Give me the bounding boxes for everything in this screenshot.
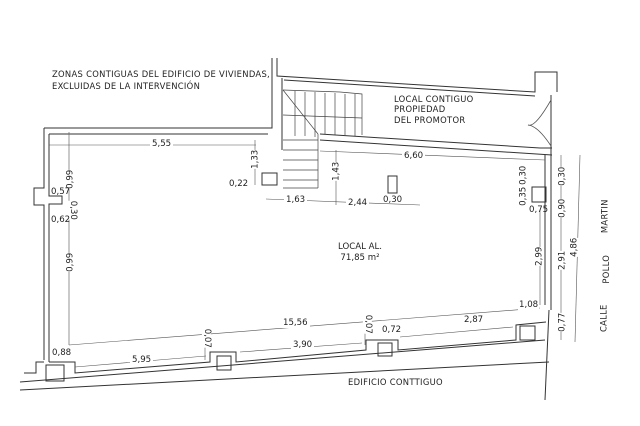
dim-bottom-seg1: 5,95 xyxy=(130,355,154,365)
adjacent-local-line3: DEL PROMOTOR xyxy=(394,115,466,125)
room-name: LOCAL AL. xyxy=(337,242,383,252)
dim-right-inner: 2,99 xyxy=(534,246,545,266)
dim-right-top-a: 0,30 xyxy=(518,165,529,185)
dim-right-top-b: 0,35 xyxy=(518,186,529,206)
dim-ext-bottom: 0,77 xyxy=(557,312,568,332)
street-word-pollo: POLLO xyxy=(601,254,612,284)
dim-left-notch-top: 0,57 xyxy=(51,187,71,197)
adjacent-local-line1: LOCAL CONTIGUO xyxy=(394,94,474,104)
dim-ext-mid: 0,90 xyxy=(557,198,568,218)
adjacent-zones-note-line2: EXCLUIDAS DE LA INTERVENCIÓN xyxy=(52,81,201,91)
dim-ext-low: 2,91 xyxy=(557,250,568,270)
dim-stair-depth: 1,43 xyxy=(331,161,342,181)
dim-top-left-width: 5,55 xyxy=(150,139,174,149)
dim-mid-span: 2,44 xyxy=(346,198,370,208)
dim-step-offset: 0,22 xyxy=(229,179,249,189)
dim-left-notch-bottom: 0,62 xyxy=(51,215,71,225)
room-area: 71,85 m² xyxy=(340,253,380,263)
dim-ext-total: 4,86 xyxy=(569,237,580,257)
adjacent-zones-note-line1: ZONAS CONTIGUAS DEL EDIFICIO DE VIVIENDA… xyxy=(52,69,271,79)
dim-bottom-corner: 0,88 xyxy=(52,348,72,358)
dim-bottom-seg3: 2,87 xyxy=(462,315,486,325)
dim-right-corner: 1,08 xyxy=(518,300,540,310)
adjacent-building-label: EDIFICIO CONTTIGUO xyxy=(348,377,443,387)
dim-pillar-width: 0,30 xyxy=(383,195,403,205)
dim-pillar2-width: 0,72 xyxy=(380,325,404,335)
dim-bottom-total: 15,56 xyxy=(281,318,310,328)
dim-pillar2-depth: 0,07 xyxy=(362,314,373,334)
street-word-calle: CALLE xyxy=(598,304,609,333)
street-word-martin: MARTIN xyxy=(599,199,610,234)
dim-left-upper: 0,99 xyxy=(65,169,76,189)
dim-step-height: 1,33 xyxy=(250,149,261,169)
dim-bottom-seg2: 3,90 xyxy=(291,340,315,350)
dim-right-pillar-width: 0,75 xyxy=(529,205,549,215)
dim-stair-width: 1,63 xyxy=(284,195,308,205)
dim-ext-top: 0,30 xyxy=(557,166,568,186)
adjacent-local-line2: PROPIEDAD xyxy=(394,104,446,114)
dim-left-lower: 0,99 xyxy=(65,252,76,272)
dim-pillar1-depth: 0,07 xyxy=(201,328,212,348)
dim-top-right-width: 6,60 xyxy=(402,151,426,161)
